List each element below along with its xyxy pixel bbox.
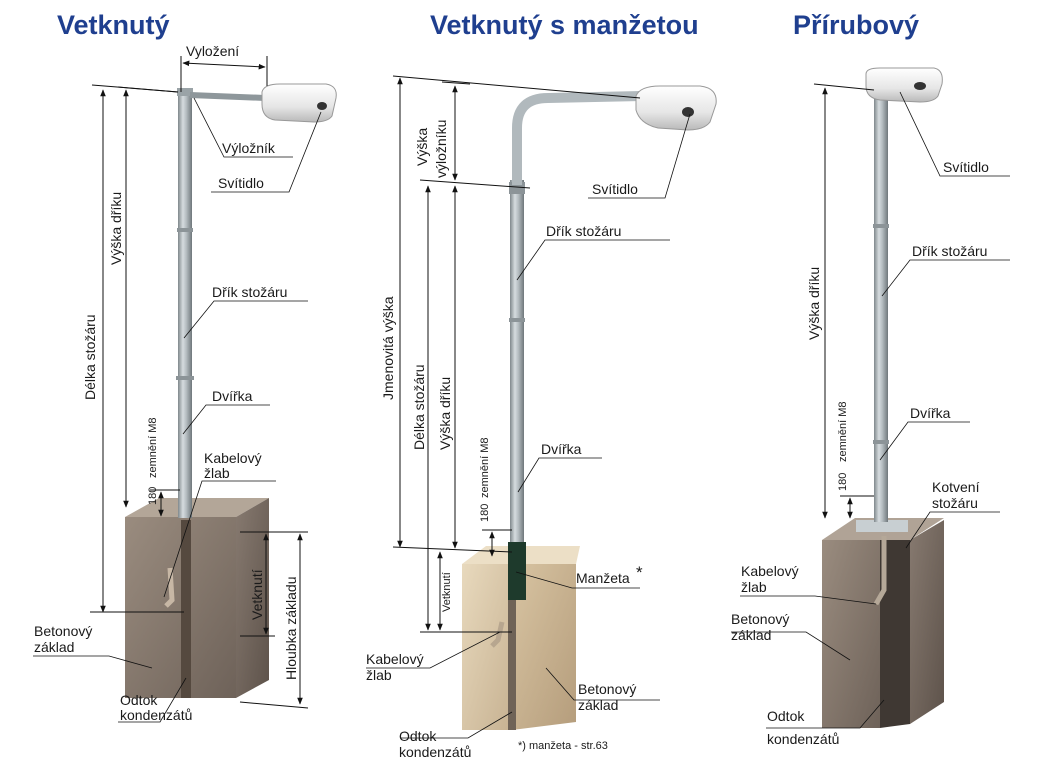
label-dvirka-1: Dvířka xyxy=(212,388,253,404)
label-svitidlo-2: Svítidlo xyxy=(592,181,638,197)
label-kabel-2a: Kabelový xyxy=(366,651,424,667)
label-zemneni-3: zemnění M8 xyxy=(837,401,849,462)
label-180-2: 180 xyxy=(479,504,491,522)
panel-prirubovy: Svítidlo Dřík stožáru Dvířka Kotvení sto… xyxy=(731,67,1010,747)
label-drik-1: Dřík stožáru xyxy=(212,284,287,300)
label-beton-1b: základ xyxy=(34,639,74,655)
label-zemneni-1: zemnění M8 xyxy=(147,417,159,478)
label-vylozeni: Vyložení xyxy=(186,43,239,59)
label-zemneni-2: zemnění M8 xyxy=(479,437,491,498)
label-odtok-1a: Odtok xyxy=(120,692,158,708)
label-svitidlo-3: Svítidlo xyxy=(943,159,989,175)
label-vetknuti-2: Vetknutí xyxy=(441,572,453,612)
concrete-foundation-3 xyxy=(822,518,944,728)
title-prirubovy: Přírubový xyxy=(793,10,919,40)
label-drik-2: Dřík stožáru xyxy=(546,223,621,239)
label-kotveni-3a: Kotvení xyxy=(932,479,980,495)
label-jmen-vyska: Jmenovitá výška xyxy=(380,296,396,400)
luminaire-2 xyxy=(635,85,717,131)
label-vyska-vyl-2: výložníku xyxy=(433,120,449,178)
panel-vetknuty: Vyložení Výložník Svítidlo Dřík stožáru … xyxy=(33,43,337,723)
label-odtok-3a: Odtok xyxy=(767,708,805,724)
label-manzeta-star: * xyxy=(636,563,643,582)
label-vyloznik-1: Výložník xyxy=(222,140,276,156)
label-kabel-1b: žlab xyxy=(204,465,230,481)
label-beton-2b: základ xyxy=(578,697,618,713)
pole-3 xyxy=(873,90,889,522)
label-kotveni-3b: stožáru xyxy=(932,495,978,511)
label-hloubka-1: Hloubka základu xyxy=(283,576,299,680)
panel-vetknuty-s-manzetou: Svítidlo Dřík stožáru Dvířka Manžeta * B… xyxy=(366,75,717,760)
label-vyska-driku-1: Výška dříku xyxy=(108,192,124,265)
label-beton-2a: Betonový xyxy=(578,681,636,697)
title-vetknuty-s-manzetou: Vetknutý s manžetou xyxy=(430,10,699,40)
label-kabel-3a: Kabelový xyxy=(741,563,799,579)
label-vetknuti-1: Vetknutí xyxy=(249,569,265,620)
concrete-foundation-2 xyxy=(462,546,580,730)
label-odtok-2b: kondenzátů xyxy=(399,744,471,760)
pole-1 xyxy=(176,88,266,518)
label-manzeta: Manžeta xyxy=(576,570,630,586)
label-beton-1a: Betonový xyxy=(34,623,92,639)
title-vetknuty: Vetknutý xyxy=(57,10,170,40)
label-vyska-vyl-1: Výška xyxy=(414,128,430,166)
label-vyska-driku-3: Výška dříku xyxy=(806,267,822,340)
label-180-1: 180 xyxy=(147,487,159,505)
label-svitidlo-1: Svítidlo xyxy=(218,175,264,191)
footnote-manzeta: *) manžeta - str.63 xyxy=(518,740,608,752)
label-beton-3a: Betonový xyxy=(731,611,789,627)
label-delka-1: Délka stožáru xyxy=(82,314,98,400)
label-beton-3b: základ xyxy=(731,627,771,643)
luminaire-3 xyxy=(865,67,943,103)
label-odtok-2a: Odtok xyxy=(399,728,437,744)
label-odtok-1b: kondenzátů xyxy=(120,707,192,723)
label-delka-2: Délka stožáru xyxy=(411,364,427,450)
label-180-3: 180 xyxy=(837,473,849,491)
label-kabel-2b: žlab xyxy=(366,667,392,683)
label-dvirka-2: Dvířka xyxy=(541,441,582,457)
label-dvirka-3: Dvířka xyxy=(910,405,951,421)
pole-2 xyxy=(508,91,641,600)
label-kabel-1a: Kabelový xyxy=(204,450,262,466)
label-odtok-3b: kondenzátů xyxy=(767,731,839,747)
label-drik-3: Dřík stožáru xyxy=(912,243,987,259)
label-vyska-driku-2: Výška dříku xyxy=(437,377,453,450)
luminaire-1 xyxy=(261,83,337,123)
concrete-foundation-1 xyxy=(125,498,269,698)
label-kabel-3b: žlab xyxy=(741,579,767,595)
